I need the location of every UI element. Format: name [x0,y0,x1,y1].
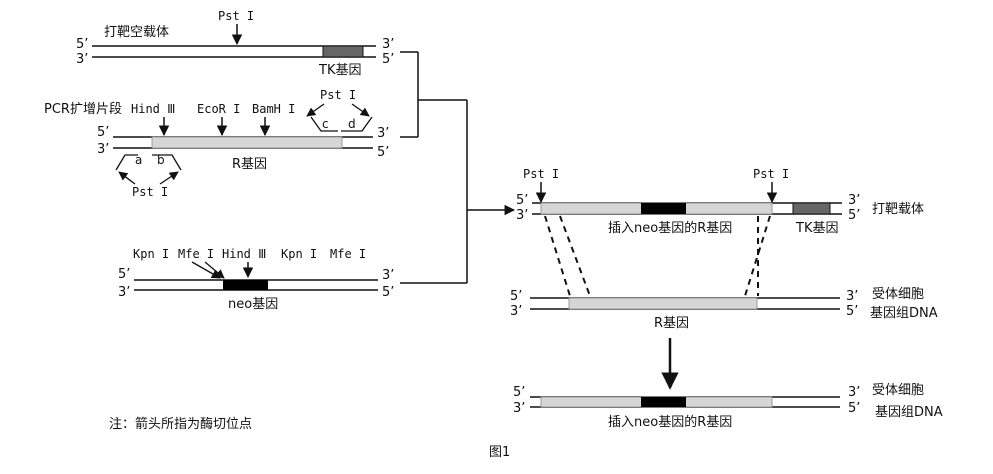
result-insert-label: 插入neo基因的R基因 [608,414,732,430]
vector-title: 打靶空载体 [104,25,169,40]
crossover-right-1 [744,215,771,297]
pcr-r-gene-block [151,136,343,149]
neo-left-arrow-1 [191,261,221,279]
pcr-5-end-bottom: 5’ [377,145,389,160]
neo-site-mfe-1: Mfe I [178,247,214,261]
crossover-left-2 [559,215,591,297]
primer-b-label: b [157,153,165,167]
target-tk-block [792,202,831,215]
target-3-end-top: 3’ [848,193,860,208]
pcr-bottom-pst-arrow-left [118,171,136,185]
pcr-bottom-pst-label: Pst I [132,185,168,199]
recipient-r-gene-block [568,297,758,310]
vector-5-end-top: 5’ [76,37,88,52]
vector-tk-gene-block [322,45,364,58]
vector-3-end-top: 3’ [382,37,394,52]
neo-site-kpn-1: Kpn I [133,247,169,261]
neo-5-end-top: 5’ [118,267,130,282]
combine-bracket [400,51,516,284]
neo-3-end-top: 3’ [382,268,394,283]
pcr-top-pst-label: Pst I [320,88,356,102]
result-5-end-bottom: 5’ [848,401,860,416]
neo-gene-label: neo基因 [228,297,278,312]
result-neo-block [641,397,686,407]
targeting-vector: Pst I Pst I 5’ 3’ 3’ 5’ 打靶载体 插入neo基因的R基因… [516,167,924,236]
pcr-fragment: PCR扩增片段 Hind Ⅲ EcoR I BamH I Pst I c d 5… [44,88,389,199]
pcr-title: PCR扩增片段 [44,102,122,117]
target-3-end-bottom: 3’ [516,208,528,223]
primer-c-shape [310,116,338,132]
empty-vector: 打靶空载体 Pst I 5’ 3’ 3’ 5’ TK基因 [76,9,394,78]
primer-a-label: a [135,153,142,167]
neo-left-arrow-2 [204,261,225,279]
neo-site-hind: Hind Ⅲ [222,247,266,261]
result-label-1: 受体细胞 [872,383,924,398]
target-title: 打靶载体 [872,202,924,217]
pcr-top-pst-arrow-left [306,103,325,117]
result-3-end-bottom: 3’ [513,401,525,416]
pcr-site-ecor: EcoR I [197,102,240,116]
vector-5-end-bottom: 5’ [382,52,394,67]
primer-b-shape [152,154,182,171]
pcr-3-end-bottom: 3’ [97,142,109,157]
pcr-r-gene-label: R基因 [232,157,267,172]
primer-d-label: d [348,117,356,131]
recipient-3-end-bottom: 3’ [510,304,522,319]
vector-pst-site-label: Pst I [218,9,254,23]
recipient-5-end-top: 5’ [510,289,522,304]
result-3-end-top: 3’ [848,385,860,400]
vector-3-end-bottom: 3’ [76,52,88,67]
primer-d-shape [341,116,373,132]
neo-site-mfe-2: Mfe I [330,247,366,261]
primer-a-shape [115,154,138,171]
figure-label: 图1 [489,445,510,460]
note-text: 注：箭头所指为酶切位点 [109,416,252,432]
recipient-5-end-bottom: 5’ [846,304,858,319]
pcr-3-end-top: 3’ [377,126,389,141]
primer-c-label: c [322,117,329,131]
crossover-left-1 [544,215,571,297]
target-tk-label: TK基因 [795,221,838,236]
pcr-site-hind: Hind Ⅲ [131,102,175,116]
pcr-site-bamh: BamH I [252,102,295,116]
target-pst-left-label: Pst I [523,167,559,181]
recipient-r-gene-label: R基因 [654,316,689,331]
recipient-label-2: 基因组DNA [870,306,938,321]
recombination-crossover [544,215,771,297]
target-insert-label: 插入neo基因的R基因 [608,220,732,236]
target-5-end-bottom: 5’ [848,208,860,223]
recipient-label-1: 受体细胞 [872,287,924,302]
neo-3-end-bottom: 3’ [118,285,130,300]
neo-gene-block [223,280,268,290]
pcr-5-end-top: 5’ [97,125,109,140]
neo-site-kpn-2: Kpn I [281,247,317,261]
target-pst-right-label: Pst I [753,167,789,181]
target-neo-block [641,203,686,214]
target-5-end-top: 5’ [516,193,528,208]
recipient-3-end-top: 3’ [846,289,858,304]
result-label-2: 基因组DNA [875,405,943,420]
recipient-genome: 5’ 3’ 3’ 5’ 受体细胞 基因组DNA R基因 [510,287,938,331]
result-genome: 5’ 3’ 3’ 5’ 受体细胞 基因组DNA 插入neo基因的R基因 [513,383,943,430]
pcr-top-pst-arrow-right [351,103,370,117]
neo-fragment: Kpn I Mfe I Hind Ⅲ Kpn I Mfe I 5’ 3’ 3’ … [118,247,394,312]
neo-5-end-bottom: 5’ [382,285,394,300]
result-5-end-top: 5’ [513,385,525,400]
vector-tk-label: TK基因 [318,63,361,78]
pcr-bottom-pst-arrow-right [159,171,179,185]
